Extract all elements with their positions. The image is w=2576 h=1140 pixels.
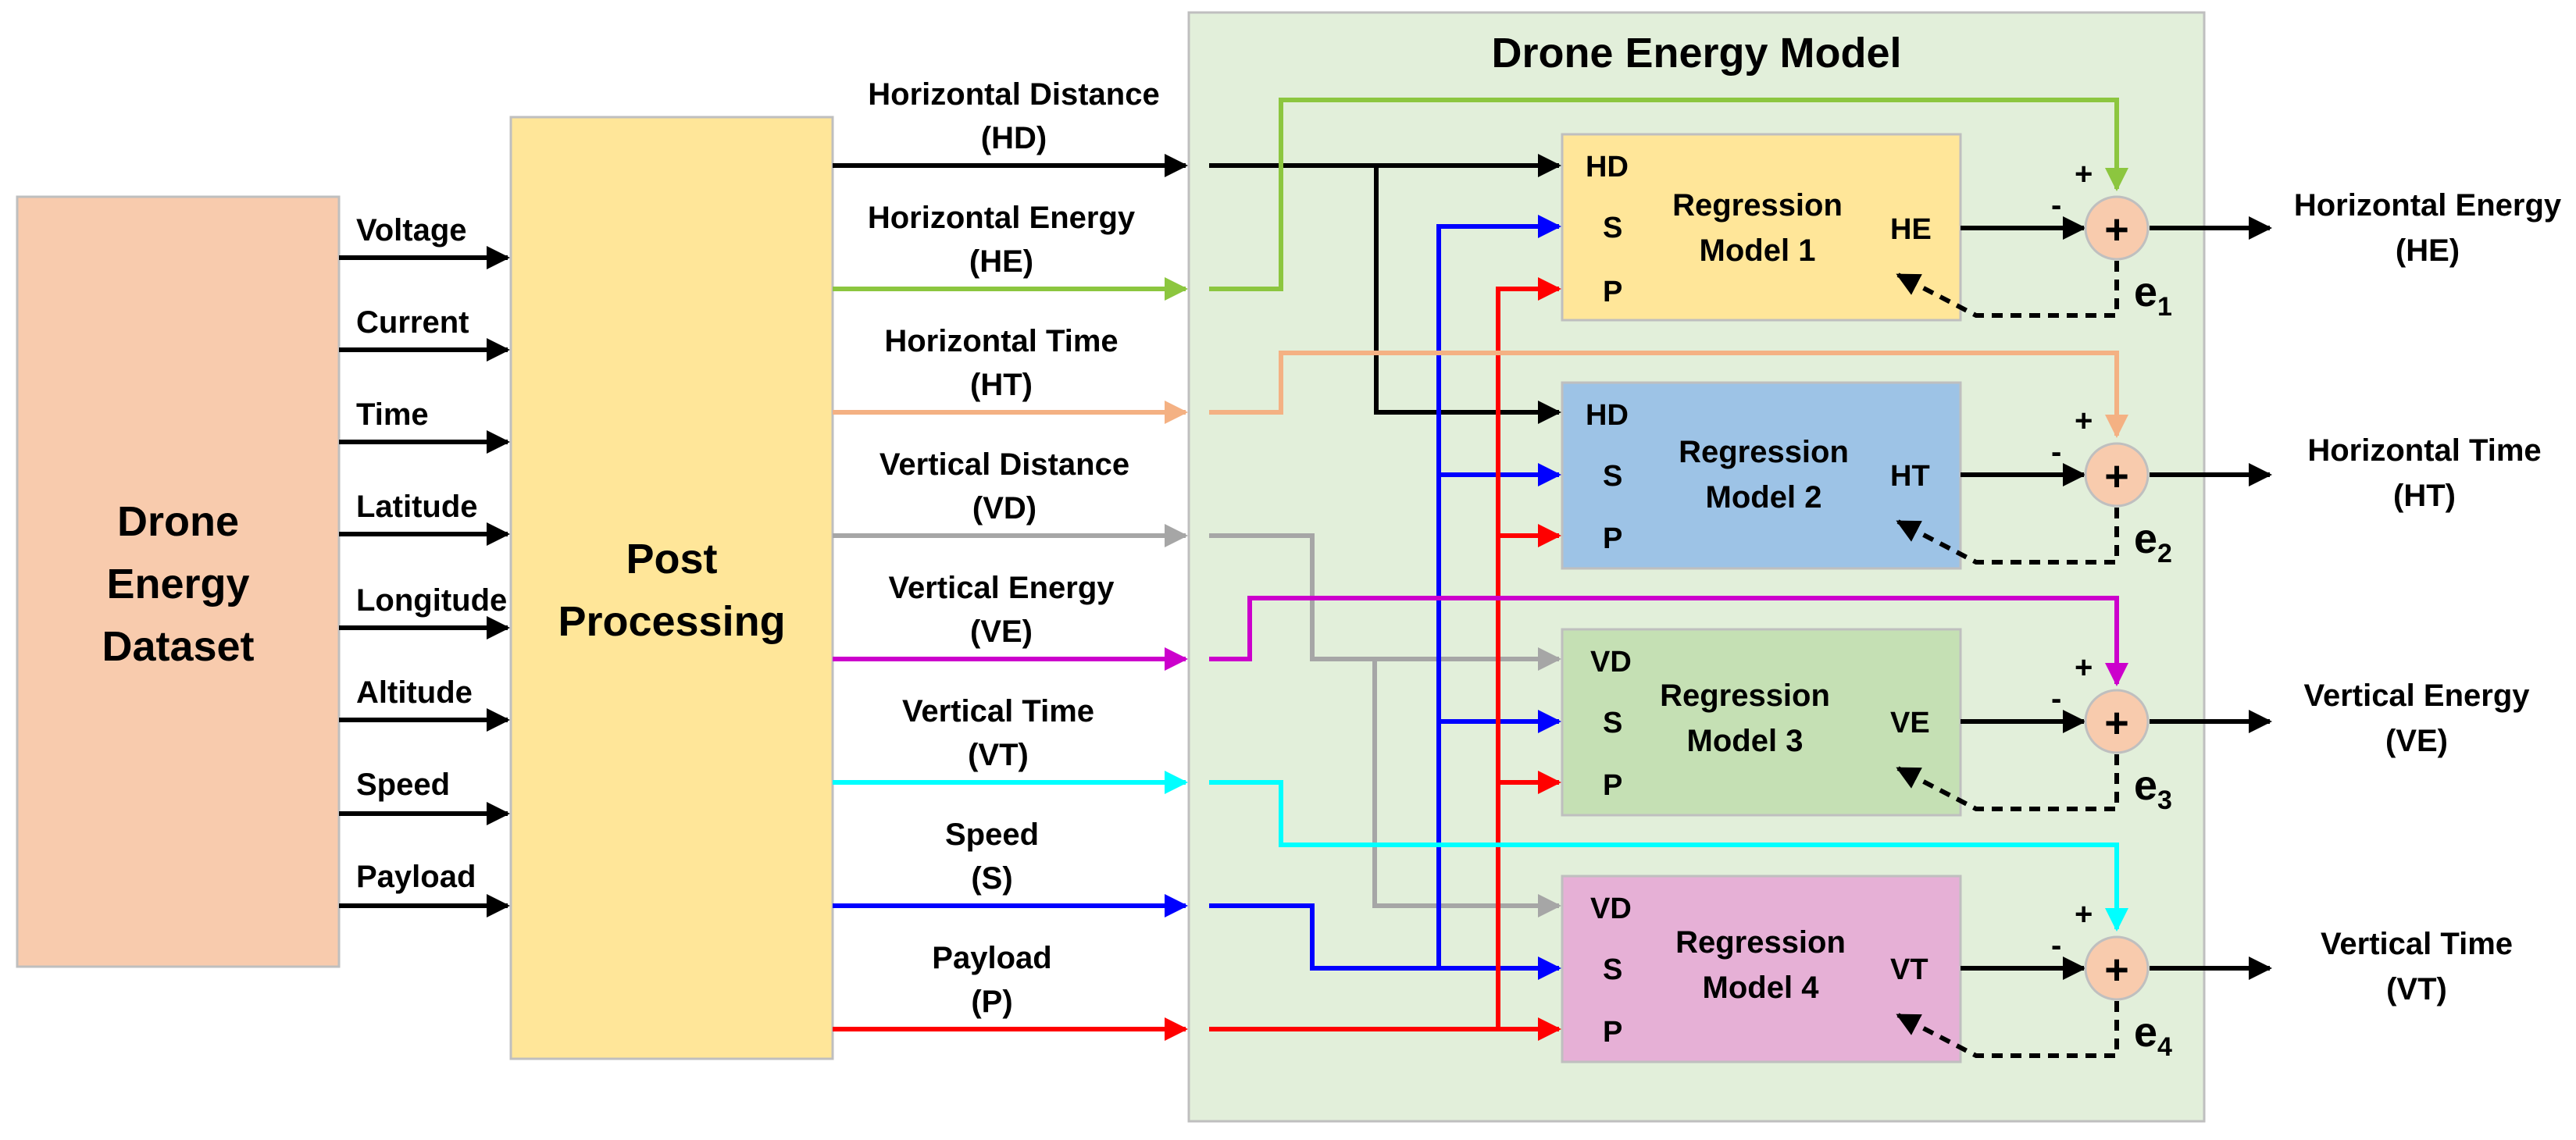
error-label-3: e3 [2134,762,2172,815]
raw-input-label: Longitude [356,583,507,618]
model-name: Regression [1660,679,1830,713]
p-routing [1209,277,1561,1041]
summing-junction-3: + [2084,689,2150,754]
model-name: Model 1 [1700,233,1816,268]
feature-name: Horizontal Distance [868,77,1159,112]
dataset-title-line3: Dataset [102,623,254,670]
raw-input-label: Altitude [356,675,473,710]
vt-target-routing [1209,780,2128,932]
sum-symbol: + [2104,700,2129,746]
regression-model-3-box [1561,628,1962,817]
minus-sign: - [2051,188,2061,223]
junction-output-arrows [2150,216,2272,980]
feature-abbr: (VT) [968,738,1029,772]
model-name: Regression [1679,435,1849,469]
raw-input-label: Latitude [356,490,478,524]
plus-sign: + [2075,404,2093,438]
model-input-port: P [1603,276,1622,308]
model-name: Model 3 [1687,724,1804,758]
summing-junction-1: + [2084,195,2150,261]
output-name: Horizontal Energy [2294,188,2562,223]
feature-abbr: (S) [971,861,1012,896]
output-abbr: (VT) [2386,972,2447,1006]
model-name: Regression [1672,188,1843,223]
feature-abbr: (HE) [969,244,1033,279]
ht-target-routing [1209,351,2128,438]
model-input-port: HD [1586,151,1629,183]
model-output-port: VT [1890,953,1928,986]
sum-symbol: + [2104,453,2129,500]
model-input-port: VD [1590,892,1632,925]
model-input-port: S [1603,212,1622,244]
feature-abbr: (P) [971,985,1012,1019]
feature-name: Payload [932,941,1051,975]
model-name: Model 2 [1706,480,1822,515]
feature-name: Vertical Distance [879,447,1129,482]
feature-name: Vertical Time [902,694,1094,729]
regression-model-4-box [1561,875,1962,1063]
minus-sign: - [2051,682,2061,716]
raw-input-label: Time [356,397,429,432]
summing-junction-2: + [2084,442,2150,508]
feature-abbr: (HT) [970,368,1033,402]
model-input-port: S [1603,707,1622,739]
minus-sign: - [2051,928,2061,963]
energy-model-title: Drone Energy Model [1491,30,1901,77]
error-label-1: e1 [2134,269,2172,322]
raw-input-arrows [339,246,510,917]
output-name: Vertical Time [2321,927,2513,961]
error-feedback-arrows [1896,261,2119,1058]
output-name: Vertical Energy [2303,679,2530,713]
raw-input-label: Speed [356,768,450,802]
plus-sign: + [2075,157,2093,191]
minus-sign: - [2051,435,2061,469]
post-processing-title-line2: Processing [558,598,785,645]
model-input-port: S [1603,953,1622,986]
sum-symbol: + [2104,946,2129,993]
model-output-port: VE [1890,707,1930,739]
feature-abbr: (HD) [981,121,1047,155]
model-output-port: HT [1890,460,1930,493]
error-label-2: e2 [2134,515,2172,568]
dataset-title-line1: Drone [117,498,239,545]
model-input-port: S [1603,460,1622,493]
post-processing-box [509,116,834,1060]
output-abbr: (HT) [2393,479,2456,513]
model-output-port: HE [1890,213,1932,246]
feature-abbr: (VD) [972,491,1036,525]
dataset-title-line2: Energy [106,561,249,607]
sum-symbol: + [2104,206,2129,253]
feature-name: Speed [945,818,1039,852]
regression-model-1-box [1561,133,1962,322]
feature-abbr: (VE) [970,615,1033,649]
model-input-port: HD [1586,399,1629,432]
model-output-arrows [1961,216,2086,980]
feature-name: Horizontal Energy [868,201,1136,235]
model-name: Regression [1675,925,1846,960]
feature-name: Vertical Energy [888,571,1115,605]
regression-model-2-box [1561,381,1962,570]
output-abbr: (HE) [2396,233,2460,268]
plus-sign: + [2075,650,2093,685]
model-input-port: P [1603,769,1622,802]
post-processing-title-line1: Post [626,536,717,582]
model-input-port: P [1603,522,1622,555]
he-target-routing [1209,98,2128,291]
ve-target-routing [1209,596,2128,686]
error-label-4: e4 [2134,1009,2172,1062]
raw-input-label: Voltage [356,213,467,248]
summing-junction-4: + [2084,935,2150,1001]
feature-name: Horizontal Time [884,324,1118,358]
raw-input-label: Payload [356,860,476,894]
output-name: Horizontal Time [2307,433,2541,468]
dataset-box [16,195,341,968]
plus-sign: + [2075,897,2093,932]
model-input-port: VD [1590,646,1632,679]
model-input-port: P [1603,1016,1622,1049]
raw-input-label: Current [356,305,469,340]
model-name: Model 4 [1703,971,1820,1005]
output-abbr: (VE) [2385,724,2448,758]
